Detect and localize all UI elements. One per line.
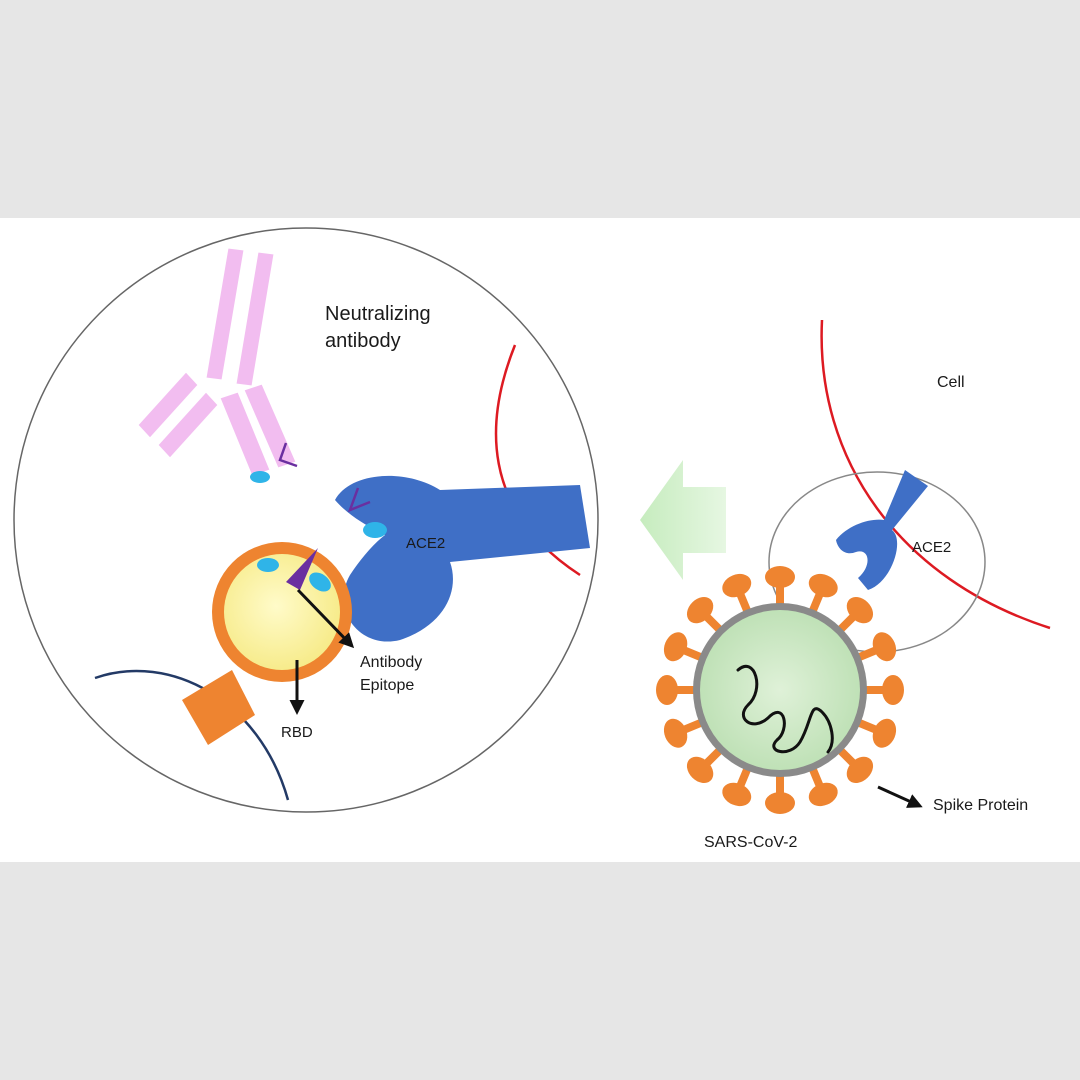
spike-protein — [808, 766, 838, 807]
zoom-circle — [13, 227, 599, 813]
rbd-blue-site-1 — [257, 558, 279, 572]
ace2-purple-site — [347, 487, 371, 513]
spike-protein — [864, 675, 904, 705]
ace2-blue-site — [363, 522, 387, 538]
cell-membrane — [820, 319, 1051, 630]
spike-protein-arrow — [877, 785, 923, 808]
spike-protein — [686, 596, 724, 634]
ace2-small-label: ACE2 — [912, 539, 951, 556]
zoom-circle-outline — [13, 227, 599, 813]
spike-proteins — [656, 566, 904, 814]
rbd-core — [224, 554, 340, 670]
viral-rna — [736, 664, 834, 754]
ace2-zoom-label: ACE2 — [406, 535, 445, 552]
spike-protein — [663, 632, 704, 662]
rbd-label: RBD — [281, 724, 313, 741]
spike-protein — [765, 774, 795, 814]
sars-cov-2-virus — [656, 566, 904, 814]
spike-protein — [856, 718, 897, 748]
spike-protein — [856, 632, 897, 662]
neutralizing-antibody — [137, 247, 297, 477]
ace2-receptor-zoom — [335, 475, 590, 642]
antibody-blue-epitope — [250, 471, 270, 483]
rbd-purple-epitope — [286, 548, 318, 590]
spike-protein-label: Spike Protein — [933, 797, 1028, 814]
rbd-blue-site-2 — [309, 572, 331, 592]
antibody-epitope-label: Antibody Epitope — [360, 654, 427, 694]
spike-protein — [808, 573, 838, 614]
virus-label: SARS-CoV-2 — [704, 834, 797, 851]
antibody-purple-epitope-mark — [278, 442, 298, 468]
zoom-direction-arrow — [640, 460, 726, 580]
spike-protein — [836, 746, 874, 784]
ace2-receptor-small — [836, 470, 928, 590]
virus-body — [700, 610, 860, 770]
spike-protein — [722, 573, 752, 614]
spike-protein — [686, 746, 724, 784]
rbd — [182, 542, 352, 745]
spike-protein — [765, 566, 795, 606]
epitope-pointer-arrow — [296, 588, 355, 649]
spike-protein — [836, 596, 874, 634]
spike-protein — [663, 718, 704, 748]
cell-label: Cell — [937, 374, 965, 391]
neutralizing-antibody-label: Neutralizing antibody — [325, 303, 436, 352]
rbd-stalk — [182, 670, 255, 745]
spike-protein — [722, 766, 752, 807]
spike-protein — [656, 675, 696, 705]
